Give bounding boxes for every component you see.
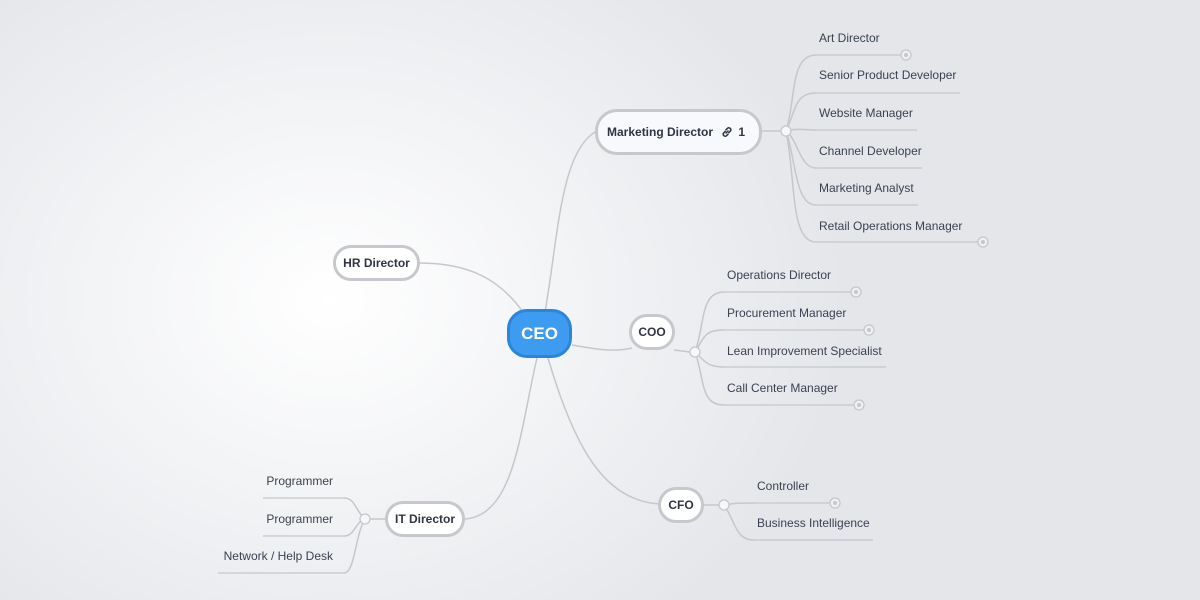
ceo-node[interactable]: CEO <box>507 309 572 358</box>
connector-marketing-child-1 <box>785 54 817 132</box>
leaf-operations-director[interactable]: Operations Director <box>727 268 832 282</box>
leaf-lean-improvement-specialist[interactable]: Lean Improvement Specialist <box>727 344 882 358</box>
marketing-director-label: Marketing Director <box>607 125 714 139</box>
hr-director-label: HR Director <box>343 256 410 270</box>
link-badge[interactable]: 1 <box>720 125 745 139</box>
it-director-label: IT Director <box>394 512 455 526</box>
connector-cfo-child-2 <box>723 504 755 541</box>
expand-procurement-manager[interactable] <box>863 324 875 336</box>
connector-ceo-it <box>464 357 538 520</box>
connector-ceo-cfo <box>547 357 660 505</box>
marketing-director-node[interactable]: Marketing Director 1 <box>595 109 762 155</box>
leaf-art-director[interactable]: Art Director <box>819 31 880 45</box>
coo-label: COO <box>638 325 666 339</box>
leaf-marketing-analyst[interactable]: Marketing Analyst <box>819 181 914 195</box>
leaf-network-help-desk[interactable]: Network / Help Desk <box>223 549 333 563</box>
collapse-it-handle[interactable] <box>359 513 371 525</box>
connector-marketing-child-5 <box>785 130 817 206</box>
leaf-programmer-2[interactable]: Programmer <box>266 512 333 526</box>
expand-call-center-manager[interactable] <box>853 399 865 411</box>
connector-ceo-coo <box>571 344 633 351</box>
leaf-controller[interactable]: Controller <box>757 479 810 493</box>
cfo-label: CFO <box>668 498 694 512</box>
leaf-procurement-manager[interactable]: Procurement Manager <box>727 306 847 320</box>
leaf-retail-operations-manager[interactable]: Retail Operations Manager <box>819 219 963 233</box>
leaf-channel-developer[interactable]: Channel Developer <box>819 144 922 158</box>
leaf-business-intelligence[interactable]: Business Intelligence <box>757 516 870 530</box>
cfo-node[interactable]: CFO <box>658 487 704 523</box>
expand-retail-operations-manager[interactable] <box>977 236 989 248</box>
connector-coo-child-4 <box>694 351 725 406</box>
expand-operations-director[interactable] <box>850 286 862 298</box>
leaf-call-center-manager[interactable]: Call Center Manager <box>727 381 838 395</box>
connector-coo-child-1 <box>694 291 725 353</box>
leaf-senior-product-developer[interactable]: Senior Product Developer <box>819 68 957 82</box>
hr-director-node[interactable]: HR Director <box>333 245 420 281</box>
leaf-programmer-1[interactable]: Programmer <box>266 474 333 488</box>
expand-art-director[interactable] <box>900 49 912 61</box>
connector-it-child-3 <box>343 518 366 574</box>
link-count: 1 <box>738 125 745 139</box>
ceo-label: CEO <box>521 323 558 343</box>
collapse-marketing-handle[interactable] <box>780 125 792 137</box>
expand-controller[interactable] <box>829 497 841 509</box>
coo-node[interactable]: COO <box>629 314 675 350</box>
link-icon <box>722 127 732 137</box>
connector-ceo-marketing <box>544 130 598 313</box>
collapse-cfo-handle[interactable] <box>718 499 730 511</box>
connector-marketing-child-6 <box>785 130 817 243</box>
it-director-node[interactable]: IT Director <box>385 501 465 537</box>
connector-coo-hub <box>673 349 691 353</box>
leaf-website-manager[interactable]: Website Manager <box>819 106 913 120</box>
connector-ceo-hr <box>418 262 524 313</box>
collapse-coo-handle[interactable] <box>689 346 701 358</box>
